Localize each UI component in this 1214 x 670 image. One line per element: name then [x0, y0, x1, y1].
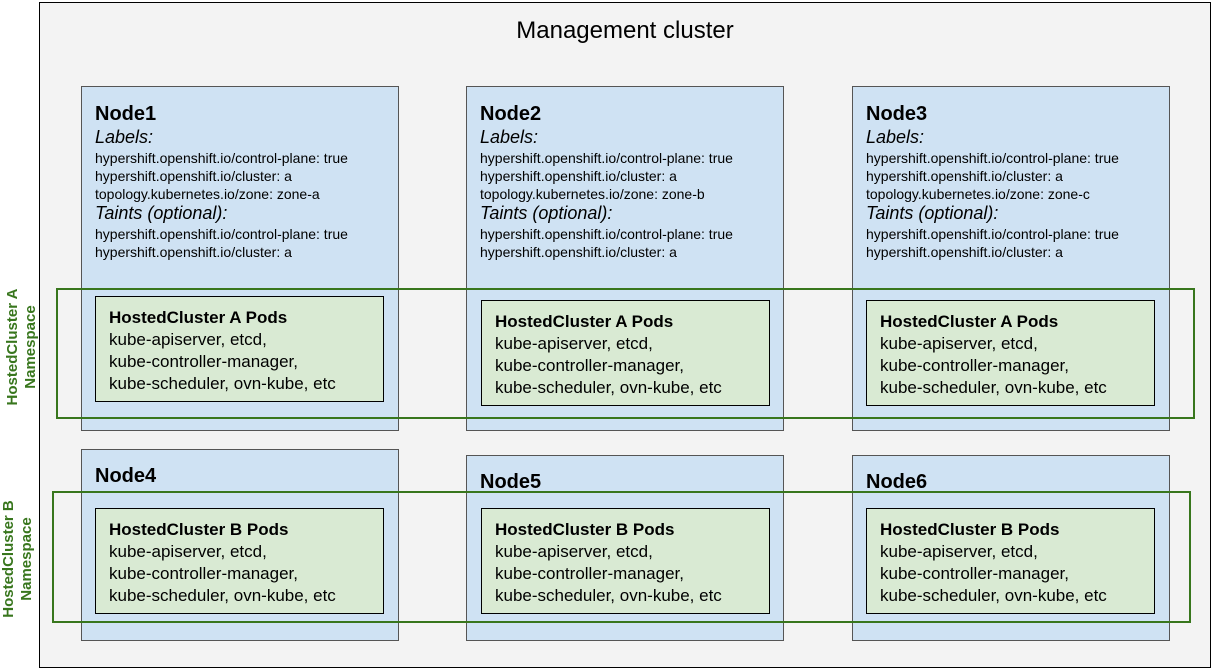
hostedcluster-a-pods-node2: HostedCluster A Pods kube-apiserver, etc…: [481, 300, 770, 406]
pod-line: kube-scheduler, ovn-kube, etc: [880, 378, 1107, 397]
taints-heading: Taints (optional):: [95, 203, 228, 223]
taints-heading: Taints (optional):: [866, 203, 999, 223]
pod-line: kube-apiserver, etcd,: [109, 542, 267, 561]
hostedcluster-b-pods-node4: HostedCluster B Pods kube-apiserver, etc…: [95, 508, 384, 614]
pod-line: kube-controller-manager,: [109, 564, 298, 583]
pod-title: HostedCluster A Pods: [109, 308, 288, 327]
label: hypershift.openshift.io/cluster: a: [95, 168, 292, 184]
pod-line: kube-controller-manager,: [109, 352, 298, 371]
node-name: Node3: [866, 103, 928, 125]
label: hypershift.openshift.io/control-plane: t…: [95, 150, 348, 166]
node-name: Node6: [866, 471, 928, 493]
taint: hypershift.openshift.io/cluster: a: [866, 244, 1063, 260]
pod-line: kube-scheduler, ovn-kube, etc: [109, 586, 336, 605]
taints-heading: Taints (optional):: [480, 203, 613, 223]
pod-line: kube-controller-manager,: [880, 356, 1069, 375]
taint: hypershift.openshift.io/control-plane: t…: [95, 226, 348, 242]
taint: hypershift.openshift.io/cluster: a: [480, 244, 677, 260]
label: hypershift.openshift.io/control-plane: t…: [480, 150, 733, 166]
label: hypershift.openshift.io/cluster: a: [866, 168, 1063, 184]
hostedcluster-a-namespace-box: [56, 288, 1195, 419]
pod-title: HostedCluster A Pods: [495, 312, 674, 331]
node-name: Node4: [95, 465, 157, 487]
label: topology.kubernetes.io/zone: zone-a: [95, 186, 320, 202]
pod-line: kube-apiserver, etcd,: [880, 542, 1038, 561]
label: hypershift.openshift.io/control-plane: t…: [866, 150, 1119, 166]
hostedcluster-a-pods-node1: HostedCluster A Pods kube-apiserver, etc…: [95, 296, 384, 402]
hostedcluster-b-pods-node5: HostedCluster B Pods kube-apiserver, etc…: [481, 508, 770, 614]
management-cluster-title: Management cluster: [516, 17, 734, 44]
taint: hypershift.openshift.io/control-plane: t…: [480, 226, 733, 242]
pod-line: kube-apiserver, etcd,: [880, 334, 1038, 353]
pod-line: kube-apiserver, etcd,: [495, 334, 653, 353]
taint: hypershift.openshift.io/cluster: a: [95, 244, 292, 260]
hostedcluster-a-pods-node3: HostedCluster A Pods kube-apiserver, etc…: [866, 300, 1155, 406]
pod-line: kube-scheduler, ovn-kube, etc: [109, 374, 336, 393]
pod-title: HostedCluster A Pods: [880, 312, 1059, 331]
pod-line: kube-controller-manager,: [880, 564, 1069, 583]
label: topology.kubernetes.io/zone: zone-c: [866, 186, 1090, 202]
pod-title: HostedCluster B Pods: [109, 520, 289, 539]
pod-line: kube-scheduler, ovn-kube, etc: [880, 586, 1107, 605]
pod-title: HostedCluster B Pods: [495, 520, 675, 539]
node-name: Node5: [480, 471, 542, 493]
node-name: Node1: [95, 103, 157, 125]
pod-title: HostedCluster B Pods: [880, 520, 1060, 539]
hostedcluster-b-namespace-label: HostedCluster B Namespace: [0, 499, 36, 619]
pod-line: kube-apiserver, etcd,: [109, 330, 267, 349]
labels-heading: Labels:: [866, 127, 925, 147]
labels-heading: Labels:: [480, 127, 539, 147]
hostedcluster-b-pods-node6: HostedCluster B Pods kube-apiserver, etc…: [866, 508, 1155, 614]
taint: hypershift.openshift.io/control-plane: t…: [866, 226, 1119, 242]
pod-line: kube-scheduler, ovn-kube, etc: [495, 586, 722, 605]
ns-label-line: HostedCluster A: [4, 288, 21, 406]
pod-line: kube-controller-manager,: [495, 356, 684, 375]
hostedcluster-b-namespace-box: [52, 491, 1191, 623]
pod-line: kube-apiserver, etcd,: [495, 542, 653, 561]
node-name: Node2: [480, 103, 542, 125]
ns-label-line: Namespace: [18, 517, 35, 601]
ns-label-line: HostedCluster B: [0, 500, 17, 618]
label: hypershift.openshift.io/cluster: a: [480, 168, 677, 184]
pod-line: kube-controller-manager,: [495, 564, 684, 583]
label: topology.kubernetes.io/zone: zone-b: [480, 186, 705, 202]
hostedcluster-a-namespace-label: HostedCluster A Namespace: [4, 287, 40, 407]
pod-line: kube-scheduler, ovn-kube, etc: [495, 378, 722, 397]
ns-label-line: Namespace: [22, 305, 39, 389]
labels-heading: Labels:: [95, 127, 154, 147]
